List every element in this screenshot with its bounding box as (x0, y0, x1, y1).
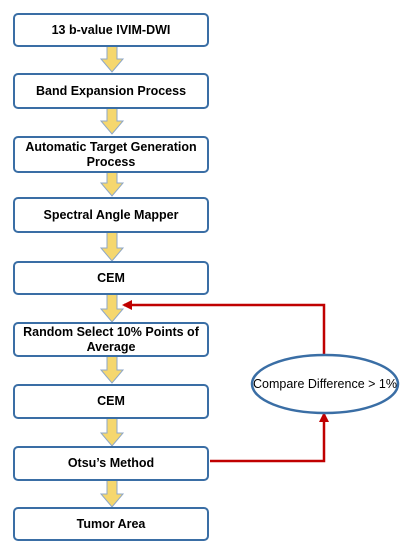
step-cem-2-label: CEM (97, 394, 125, 408)
step-cem-1-label: CEM (97, 270, 125, 285)
down-arrow-4 (99, 231, 125, 262)
step-tumor-area: Tumor Area (13, 507, 209, 541)
step-band-expansion-label: Band Expansion Process (35, 83, 187, 98)
step-random-select: Random Select 10% Points of Average (13, 322, 209, 357)
down-arrow-1 (99, 45, 125, 73)
decision-label: Compare Difference > 1% (253, 376, 397, 391)
step-ivim-dwi: 13 b-value IVIM-DWI (13, 13, 209, 47)
step-spectral-angle-mapper: Spectral Angle Mapper (13, 197, 209, 233)
down-arrow-8 (99, 479, 125, 508)
loop-connector-back (122, 300, 326, 356)
loop-connector-to-decision (210, 412, 329, 463)
step-band-expansion: Band Expansion Process (13, 73, 209, 109)
step-atgp-label: Automatic Target Generation Process (25, 139, 197, 169)
step-tumor-area-label: Tumor Area (76, 516, 146, 531)
step-spectral-angle-mapper-label: Spectral Angle Mapper (43, 207, 179, 222)
down-arrow-5 (99, 293, 125, 323)
step-ivim-dwi-label: 13 b-value IVIM-DWI (51, 22, 171, 37)
step-atgp: Automatic Target Generation Process (13, 136, 209, 173)
step-cem-1: CEM (13, 261, 209, 295)
step-otsu-method: Otsu’s Method (13, 446, 209, 481)
step-random-select-label: Random Select 10% Points of Average (23, 324, 199, 354)
down-arrow-6 (99, 355, 125, 384)
down-arrow-3 (99, 171, 125, 197)
down-arrow-2 (99, 107, 125, 135)
step-otsu-method-label: Otsu’s Method (67, 456, 155, 470)
step-cem-2: CEM (13, 384, 209, 419)
decision-ellipse (250, 353, 400, 415)
down-arrow-7 (99, 417, 125, 447)
